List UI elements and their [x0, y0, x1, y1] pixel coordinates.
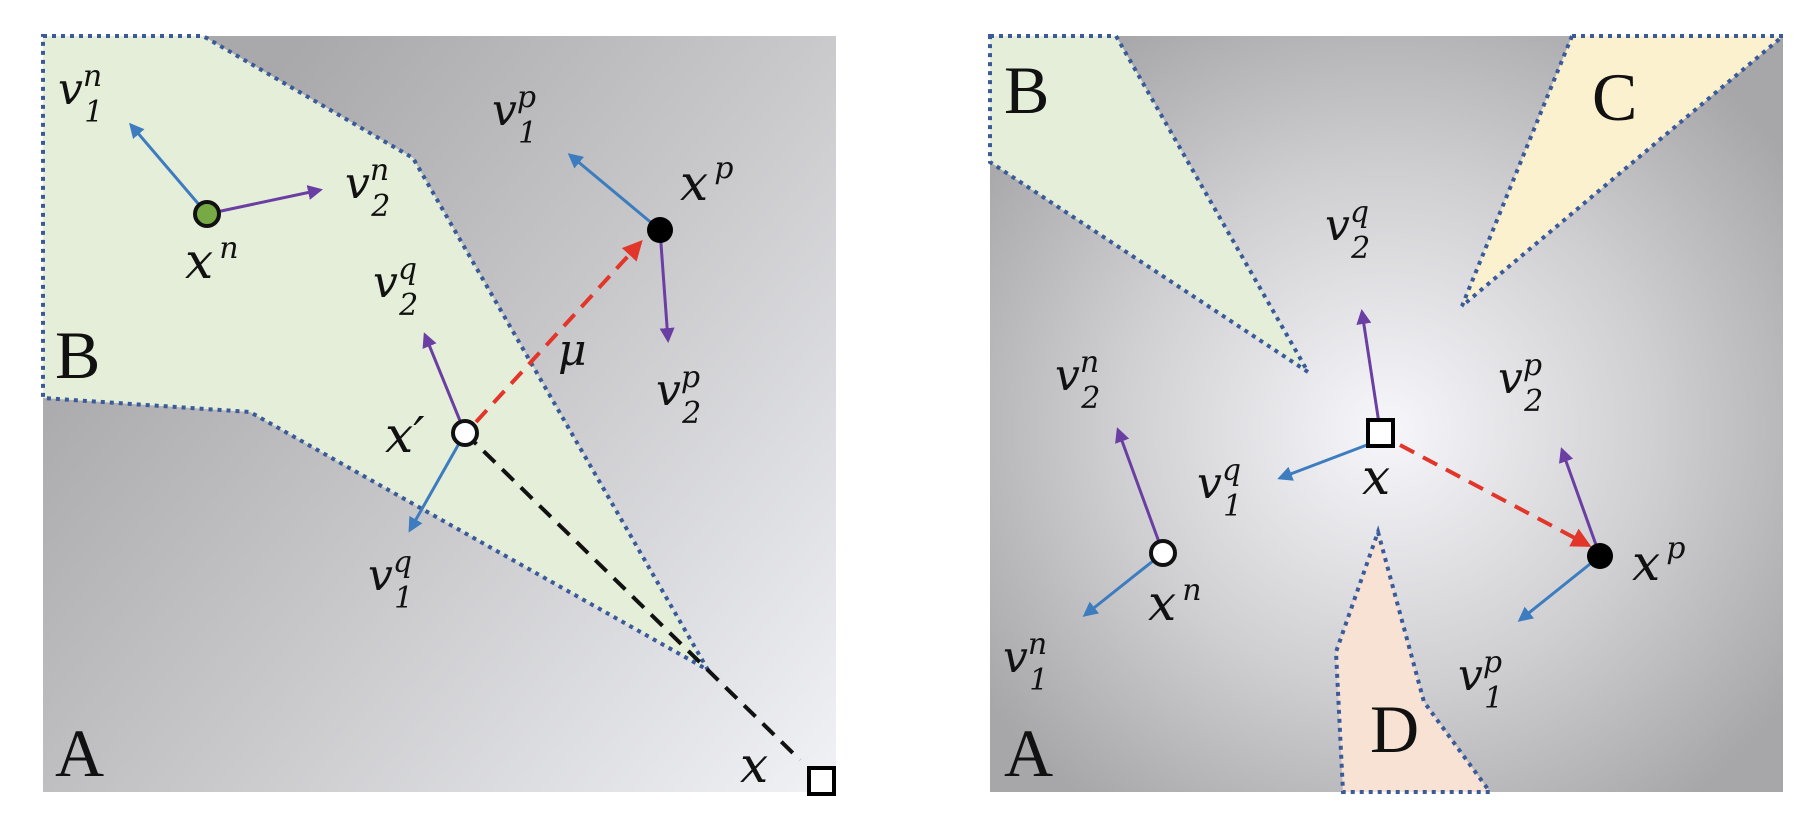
vector-v2n-arrow	[1115, 427, 1165, 554]
region-b-label: B	[1004, 52, 1049, 128]
region-b-area	[988, 34, 1310, 374]
vector-v1n-arrow	[1082, 551, 1164, 617]
region-a-label: A	[1004, 715, 1053, 791]
mu-label: μ	[558, 325, 587, 376]
region-b-label: B	[55, 317, 100, 393]
vector-v1p-arrow	[567, 153, 661, 232]
vector-v2q-arrow	[422, 332, 467, 434]
region-c-label: C	[1592, 59, 1637, 135]
vector-v2p-arrow	[1558, 447, 1602, 557]
vector-v1n-arrow	[129, 122, 209, 215]
point-xn	[1149, 539, 1177, 567]
mu-arrow	[474, 240, 643, 424]
region-d-label: D	[1370, 691, 1419, 767]
label-x: x	[1362, 448, 1390, 506]
region-a-label: A	[55, 715, 104, 791]
projection-line	[463, 431, 802, 762]
vector-v2q-arrow	[1356, 309, 1382, 431]
point-x	[807, 766, 836, 796]
point-x	[1366, 418, 1395, 448]
point-xp	[1587, 543, 1613, 569]
vector-v1q-arrow	[1277, 438, 1381, 481]
region-c-area	[1460, 34, 1789, 308]
point-xn	[193, 200, 221, 228]
vector-v2n-arrow	[206, 185, 323, 216]
label-xprime: x′	[385, 406, 425, 464]
point-xp	[647, 217, 673, 243]
region-d-area	[1333, 525, 1494, 794]
label-x: x	[740, 736, 768, 794]
arrow-x-to-xp	[1399, 443, 1592, 547]
vector-v2p-arrow	[658, 229, 675, 343]
vector-v1q-arrow	[408, 432, 467, 533]
point-xprime	[451, 419, 479, 447]
vector-v1p-arrow	[1517, 554, 1601, 622]
